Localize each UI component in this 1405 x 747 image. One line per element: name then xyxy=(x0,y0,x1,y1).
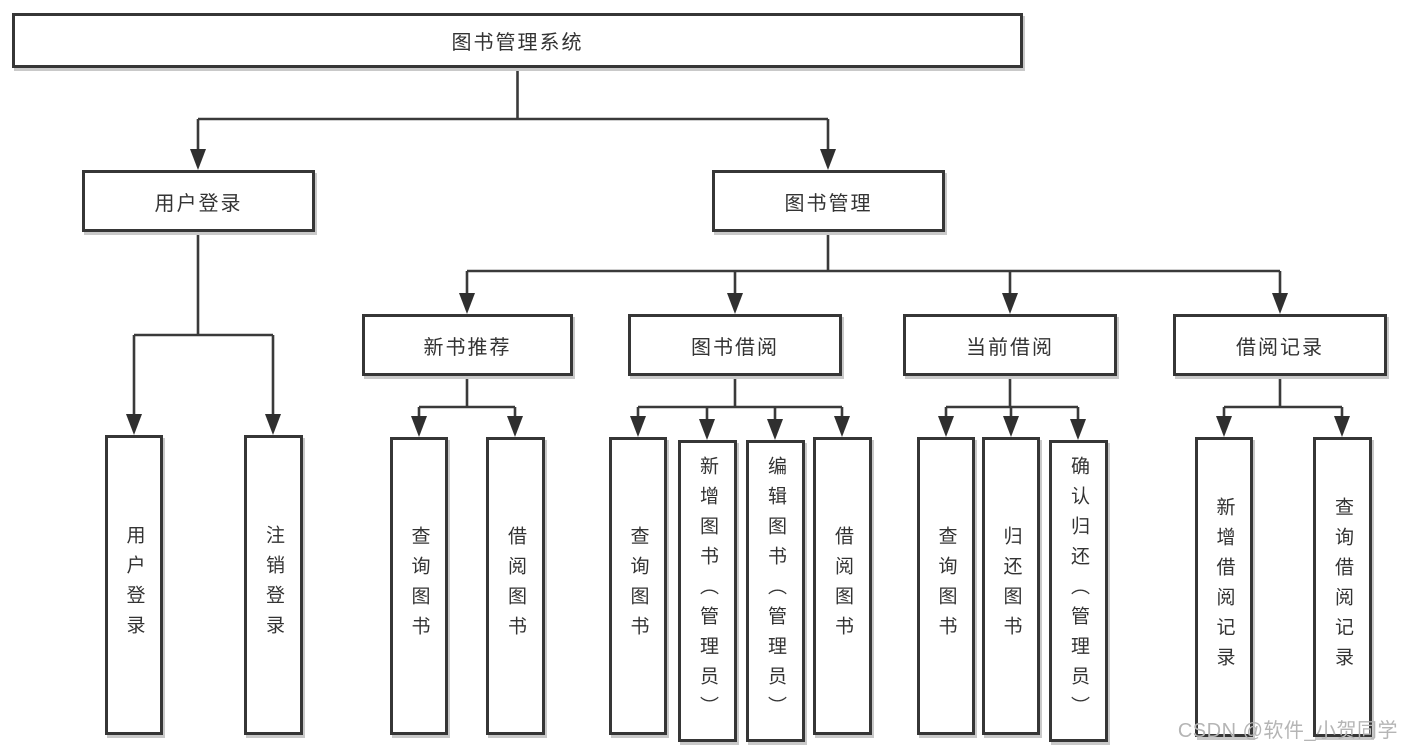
leaf-query-borrow-record: 查询借阅记录 xyxy=(1313,437,1372,737)
node-book-borrowing: 图书借阅 xyxy=(628,314,842,376)
leaf-user-login: 用户登录 xyxy=(105,435,163,735)
leaf-logout: 注销登录 xyxy=(244,435,303,735)
leaf-borrowing-query-book: 查询图书 xyxy=(609,437,667,735)
node-book-management: 图书管理 xyxy=(712,170,945,232)
node-current-borrowing: 当前借阅 xyxy=(903,314,1117,376)
leaf-add-borrow-record: 新增借阅记录 xyxy=(1195,437,1253,737)
node-user-login: 用户登录 xyxy=(82,170,315,232)
leaf-return-book: 归还图书 xyxy=(982,437,1040,735)
node-library-management-system: 图书管理系统 xyxy=(12,13,1023,68)
leaf-confirm-return-admin: 确认归还（管理员） xyxy=(1049,440,1108,742)
leaf-recommend-borrow-book: 借阅图书 xyxy=(486,437,545,735)
node-borrowing-records: 借阅记录 xyxy=(1173,314,1387,376)
leaf-add-book-admin: 新增图书（管理员） xyxy=(678,440,737,742)
csdn-watermark: CSDN @软件_小贺同学 xyxy=(1177,720,1398,742)
node-new-book-recommendation: 新书推荐 xyxy=(362,314,573,376)
leaf-recommend-query-book: 查询图书 xyxy=(390,437,448,735)
leaf-edit-book-admin: 编辑图书（管理员） xyxy=(746,440,805,742)
leaf-current-query-book: 查询图书 xyxy=(917,437,975,735)
leaf-borrowing-borrow-book: 借阅图书 xyxy=(813,437,872,735)
